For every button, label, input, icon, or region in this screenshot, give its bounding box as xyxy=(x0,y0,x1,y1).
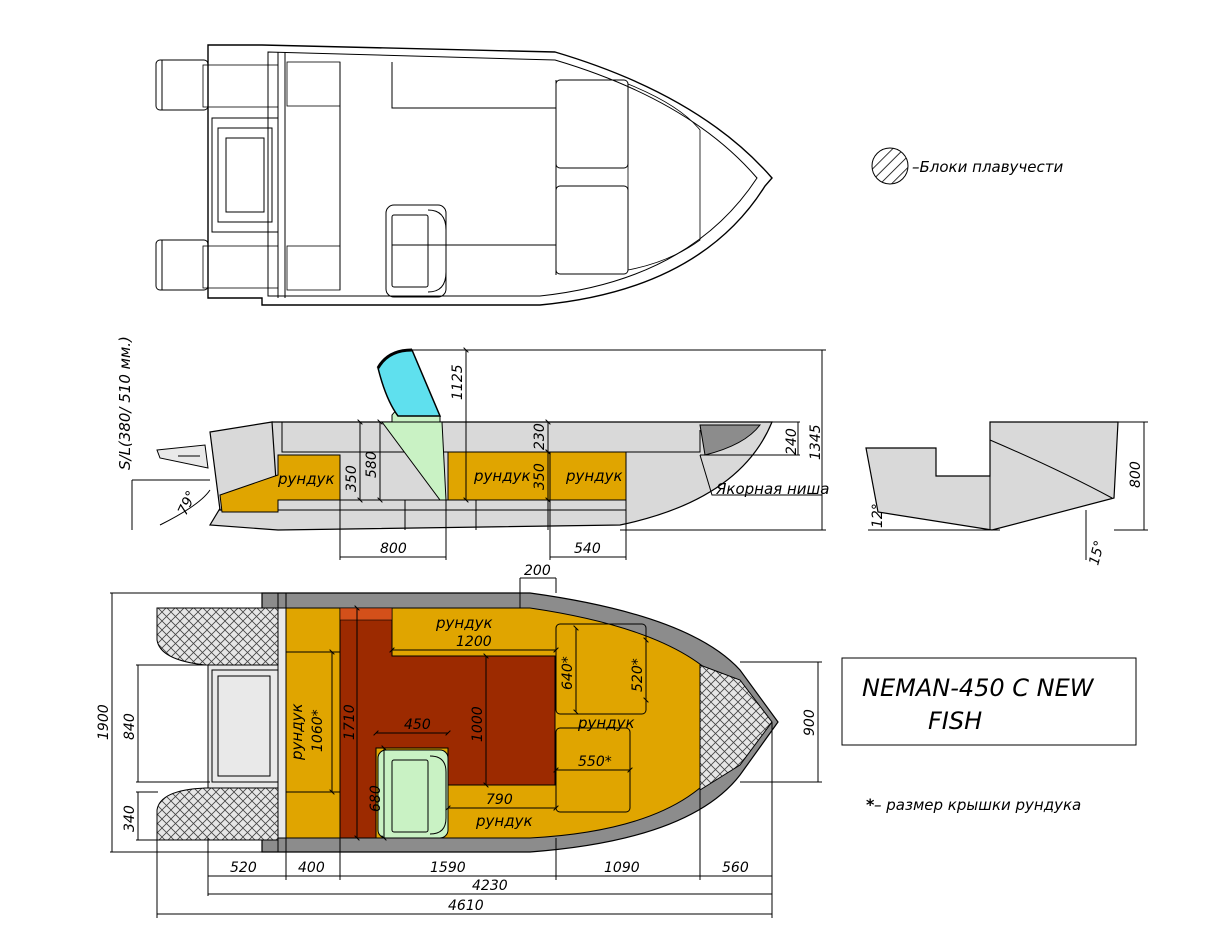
side-view-annotations: S/L(380/ 510 мм.) 79° рундук рундук рунд… xyxy=(116,336,829,560)
dim-1900: 1900 xyxy=(96,704,112,740)
dim-1590: 1590 xyxy=(430,860,466,876)
plan-bow-float xyxy=(699,664,773,791)
angle-79: 79° xyxy=(175,488,200,517)
lid-footnote: * – размер крышки рундука xyxy=(866,795,1081,814)
side-windshield xyxy=(377,349,442,417)
dim-200: 200 xyxy=(524,563,551,579)
dim-240: 240 xyxy=(784,428,800,455)
title-line-2: FISH xyxy=(928,707,982,735)
dim-400: 400 xyxy=(298,860,325,876)
dim-350-right: 350 xyxy=(532,463,548,490)
plan-locker-bottom-label: рундук xyxy=(475,812,533,830)
dim-4230: 4230 xyxy=(472,878,508,894)
section-dim-800: 800 xyxy=(1128,461,1144,488)
dim-1060: 1060* xyxy=(310,709,326,752)
dim-1200: 1200 xyxy=(456,634,492,650)
dim-4610: 4610 xyxy=(448,898,484,914)
float-block-rear-top xyxy=(202,64,279,108)
dim-1090: 1090 xyxy=(604,860,640,876)
plan-locker-bow-label: рундук xyxy=(577,714,635,732)
plan-locker-left-label: рундук xyxy=(288,703,306,761)
dim-350-left: 350 xyxy=(344,465,360,492)
plan-view xyxy=(156,592,779,853)
footnote-text: – размер крышки рундука xyxy=(874,796,1081,814)
hatch-legend-symbol xyxy=(871,147,909,185)
dim-550: 550* xyxy=(578,754,612,770)
top-view xyxy=(155,44,773,306)
side-locker-mid-label: рундук xyxy=(473,467,531,485)
dim-840: 840 xyxy=(122,713,138,740)
footnote-star: * xyxy=(866,795,875,814)
sl-label: S/L(380/ 510 мм.) xyxy=(116,336,134,470)
title-box: NEMAN-450 C NEW FISH xyxy=(841,657,1137,746)
angle-15: 15° xyxy=(1086,539,1108,567)
angle-12: 12° xyxy=(870,503,886,528)
dim-540: 540 xyxy=(574,541,601,557)
legend: –Блоки плавучести xyxy=(871,147,1064,185)
dim-1125: 1125 xyxy=(450,364,466,400)
dim-800: 800 xyxy=(380,541,407,557)
dim-1710: 1710 xyxy=(342,704,358,740)
dim-520-well: 520 xyxy=(230,860,257,876)
legend-float-blocks: –Блоки плавучести xyxy=(912,158,1064,176)
side-locker-left-label: рундук xyxy=(277,470,335,488)
float-block-rear-bottom xyxy=(202,245,279,289)
dim-640: 640* xyxy=(560,656,576,690)
dim-230: 230 xyxy=(532,423,548,450)
title-line-1: NEMAN-450 C NEW xyxy=(862,674,1095,702)
dim-580: 580 xyxy=(364,451,380,478)
dim-450: 450 xyxy=(404,717,431,733)
float-block-bow xyxy=(627,83,701,271)
anchor-niche-label: Якорная ниша xyxy=(715,480,829,498)
dim-790: 790 xyxy=(486,792,513,808)
side-view xyxy=(156,348,822,531)
dim-900: 900 xyxy=(802,709,818,736)
dim-680: 680 xyxy=(368,785,384,812)
dim-520-lid: 520* xyxy=(630,658,646,692)
dim-340: 340 xyxy=(122,805,138,832)
dim-560: 560 xyxy=(722,860,749,876)
side-locker-right-label: рундук xyxy=(565,467,623,485)
dim-1000: 1000 xyxy=(470,706,486,742)
dim-1345: 1345 xyxy=(808,424,824,460)
plan-locker-top-label: рундук xyxy=(435,614,493,632)
section-view: 800 12° 15° xyxy=(865,421,1148,567)
plan-annotations: рундук 1200 рундук 1060* 1710 1000 450 6… xyxy=(96,563,822,918)
